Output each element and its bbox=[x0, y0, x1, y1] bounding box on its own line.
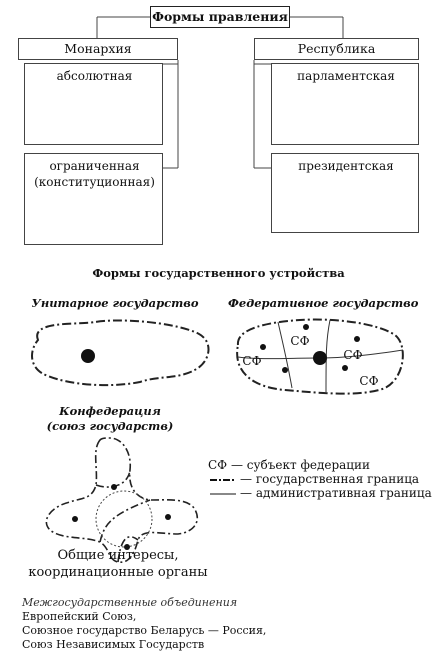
association-line: Союз Независимых Государств bbox=[22, 638, 205, 651]
confederation-label: Конфедерация bbox=[59, 404, 161, 418]
limited-monarchy-sublabel: (конституционная) bbox=[34, 175, 155, 189]
limited-monarchy-box: ограниченная (конституционная) bbox=[24, 153, 163, 245]
interstate-associations-heading: Межгосударственные объединения bbox=[22, 596, 238, 609]
federal-state-shape bbox=[236, 318, 404, 395]
association-line: Европейский Союз, bbox=[22, 610, 137, 623]
legend-samples bbox=[210, 479, 236, 495]
limited-monarchy-label: ограниченная bbox=[49, 159, 140, 173]
coordination-bodies-label: координационные органы bbox=[28, 565, 208, 580]
federal-subject-label: СФ bbox=[359, 374, 379, 388]
federal-subject-label: СФ bbox=[343, 348, 363, 362]
federal-subject-label: СФ bbox=[242, 354, 262, 368]
legend-federal-subject: СФ — субъект федерации bbox=[208, 458, 370, 472]
unitary-state-label: Унитарное государство bbox=[31, 296, 199, 310]
federal-state-label: Федеративное государство bbox=[228, 296, 419, 310]
legend-admin-border: — административная граница bbox=[240, 486, 432, 500]
common-interests-circle bbox=[95, 490, 153, 548]
presidential-republic-box: президентская bbox=[271, 153, 419, 233]
common-interests-label: Общие интересы, bbox=[57, 548, 179, 563]
republic-header: Республика bbox=[254, 38, 419, 60]
structure-title: Формы государственного устройства bbox=[92, 266, 345, 280]
absolute-monarchy-box: абсолютная bbox=[24, 63, 163, 145]
governance-connectors bbox=[96, 16, 344, 169]
federal-subject-label: СФ bbox=[290, 334, 310, 348]
absolute-monarchy-label: абсолютная bbox=[56, 69, 133, 83]
confederation-sublabel: (союз государств) bbox=[46, 419, 174, 433]
monarchy-header: Монархия bbox=[18, 38, 178, 60]
presidential-republic-label: президентская bbox=[298, 159, 394, 173]
confederation-shape bbox=[45, 437, 199, 563]
legend-state-border: — государственная граница bbox=[240, 472, 420, 486]
confederation-members bbox=[72, 484, 171, 550]
unitary-state-shape bbox=[31, 319, 210, 387]
parliamentary-republic-box: парламентская bbox=[271, 63, 419, 145]
governance-title: Формы правления bbox=[150, 6, 290, 28]
association-line: Союзное государство Беларусь — Россия, bbox=[22, 624, 267, 637]
parliamentary-republic-label: парламентская bbox=[297, 69, 395, 83]
